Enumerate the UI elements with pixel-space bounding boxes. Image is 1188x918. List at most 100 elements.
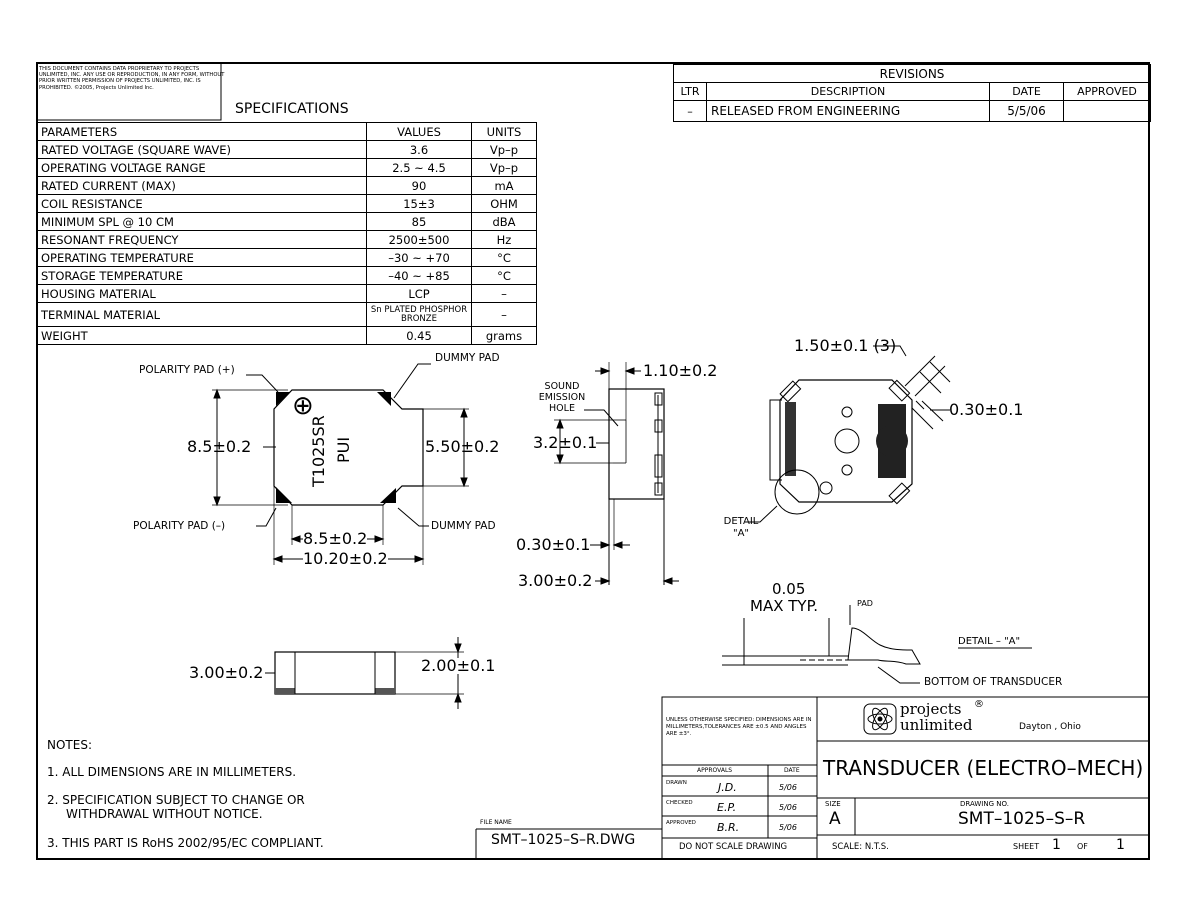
drawing-title: TRANSDUCER (ELECTRO–MECH) bbox=[823, 756, 1144, 780]
spec-unit: °C bbox=[471, 248, 537, 267]
spec-row: OPERATING TEMPERATURE–30 ~ +70°C bbox=[37, 248, 537, 267]
dummy-pad-bottom-label: DUMMY PAD bbox=[431, 520, 496, 532]
company-logo-icon bbox=[863, 703, 897, 735]
spec-value: –30 ~ +70 bbox=[366, 248, 472, 267]
dim-side-hole: 3.2±0.1 bbox=[533, 433, 598, 452]
approvals-label: APPROVALS bbox=[697, 767, 733, 774]
polarity-pad-plus-label: POLARITY PAD (+) bbox=[139, 364, 235, 376]
proprietary-notice: THIS DOCUMENT CONTAINS DATA PROPRIETARY … bbox=[39, 66, 225, 91]
spec-param: RATED VOLTAGE (SQUARE WAVE) bbox=[37, 140, 367, 159]
detail-a-callout: DETAIL "A" bbox=[723, 516, 759, 539]
spec-param: COIL RESISTANCE bbox=[37, 194, 367, 213]
dim-top-inner-height: 5.50±0.2 bbox=[425, 437, 500, 456]
dim-side-height: 3.00±0.2 bbox=[518, 571, 593, 590]
approved-label: APPROVED bbox=[666, 820, 696, 826]
revision-approved bbox=[1063, 100, 1151, 122]
note-item: 2. SPECIFICATION SUBJECT TO CHANGE OR bbox=[47, 793, 305, 807]
specifications-table: PARAMETERS VALUES UNITS RATED VOLTAGE (S… bbox=[37, 122, 537, 345]
spec-param: OPERATING VOLTAGE RANGE bbox=[37, 158, 367, 177]
checked-label: CHECKED bbox=[666, 800, 693, 806]
dummy-pad-top-label: DUMMY PAD bbox=[435, 352, 500, 364]
checked-date: 5/06 bbox=[779, 803, 797, 812]
spec-value: 85 bbox=[366, 212, 472, 231]
part-marking-model: T1025SR bbox=[309, 415, 328, 487]
spec-header-parameters: PARAMETERS bbox=[37, 122, 367, 141]
top-view-body bbox=[212, 363, 469, 565]
spec-value: 2.5 ~ 4.5 bbox=[366, 158, 472, 177]
drawn-date: 5/06 bbox=[779, 783, 797, 792]
spec-param: RESONANT FREQUENCY bbox=[37, 230, 367, 249]
detail-a-title: DETAIL – "A" bbox=[958, 636, 1021, 647]
spec-param: TERMINAL MATERIAL bbox=[37, 302, 367, 327]
spec-param: RATED CURRENT (MAX) bbox=[37, 176, 367, 195]
spec-unit: Vp–p bbox=[471, 140, 537, 159]
revisions-header-ltr: LTR bbox=[673, 82, 707, 101]
polarity-pad-minus-label: POLARITY PAD (–) bbox=[133, 520, 226, 532]
polarity-plus-symbol: ⊕ bbox=[292, 391, 314, 421]
revisions-row: – RELEASED FROM ENGINEERING 5/5/06 bbox=[673, 100, 1151, 122]
company-name-line1: projects bbox=[900, 700, 962, 718]
approved-by: B.R. bbox=[717, 821, 740, 834]
specifications-title: SPECIFICATIONS bbox=[235, 101, 349, 117]
spec-header-values: VALUES bbox=[366, 122, 472, 141]
spec-value: 15±3 bbox=[366, 194, 472, 213]
approved-date: 5/06 bbox=[779, 823, 797, 832]
spec-unit: dBA bbox=[471, 212, 537, 231]
spec-value: 3.6 bbox=[366, 140, 472, 159]
file-name-label: FILE NAME bbox=[480, 819, 512, 826]
spec-value: 2500±500 bbox=[366, 230, 472, 249]
spec-param: MINIMUM SPL @ 10 CM bbox=[37, 212, 367, 231]
detail-a-body bbox=[722, 605, 1032, 684]
size-label: SIZE bbox=[825, 800, 841, 808]
spec-row: STORAGE TEMPERATURE–40 ~ +85°C bbox=[37, 266, 537, 285]
bottom-view-body bbox=[745, 345, 951, 523]
revisions-title-row: REVISIONS bbox=[673, 64, 1151, 83]
registered-mark: ® bbox=[974, 699, 984, 710]
dim-front-inner: 2.00±0.1 bbox=[421, 656, 496, 675]
dim-top-width: 10.20±0.2 bbox=[303, 549, 388, 568]
sheet-label: SHEET bbox=[1013, 842, 1040, 851]
revision-ltr: – bbox=[673, 100, 707, 122]
sheet-border bbox=[36, 62, 1150, 860]
spec-unit: OHM bbox=[471, 194, 537, 213]
spec-param: STORAGE TEMPERATURE bbox=[37, 266, 367, 285]
spec-param: OPERATING TEMPERATURE bbox=[37, 248, 367, 267]
approvals-date-label: DATE bbox=[784, 767, 800, 774]
detail-max-value: 0.05 bbox=[772, 580, 806, 598]
spec-value: LCP bbox=[366, 284, 472, 303]
spec-header-row: PARAMETERS VALUES UNITS bbox=[37, 122, 537, 141]
dim-side-top: 1.10±0.2 bbox=[643, 361, 718, 380]
note-item: 1. ALL DIMENSIONS ARE IN MILLIMETERS. bbox=[47, 765, 297, 779]
do-not-scale-note: DO NOT SCALE DRAWING bbox=[679, 842, 788, 852]
spec-unit: °C bbox=[471, 266, 537, 285]
spec-unit: – bbox=[471, 284, 537, 303]
revision-date: 5/5/06 bbox=[989, 100, 1064, 122]
sheet-number: 1 bbox=[1052, 837, 1061, 853]
sound-hole-label: SOUND EMISSION HOLE bbox=[538, 381, 586, 414]
checked-by: E.P. bbox=[717, 801, 737, 814]
sheet-total: 1 bbox=[1116, 837, 1125, 853]
revision-description: RELEASED FROM ENGINEERING bbox=[706, 100, 990, 122]
company-location: Dayton , Ohio bbox=[1019, 722, 1081, 732]
revisions-table: REVISIONS LTR DESCRIPTION DATE APPROVED … bbox=[673, 64, 1151, 122]
note-item: WITHDRAWAL WITHOUT NOTICE. bbox=[66, 807, 263, 821]
dim-top-height: 8.5±0.2 bbox=[187, 437, 252, 456]
spec-value: 90 bbox=[366, 176, 472, 195]
spec-header-units: UNITS bbox=[471, 122, 537, 141]
notes-title: NOTES: bbox=[47, 738, 92, 752]
sheet-size: A bbox=[829, 809, 841, 829]
front-view-body bbox=[265, 637, 465, 709]
revisions-header-approved: APPROVED bbox=[1063, 82, 1151, 101]
dim-front-height: 3.00±0.2 bbox=[189, 663, 264, 682]
